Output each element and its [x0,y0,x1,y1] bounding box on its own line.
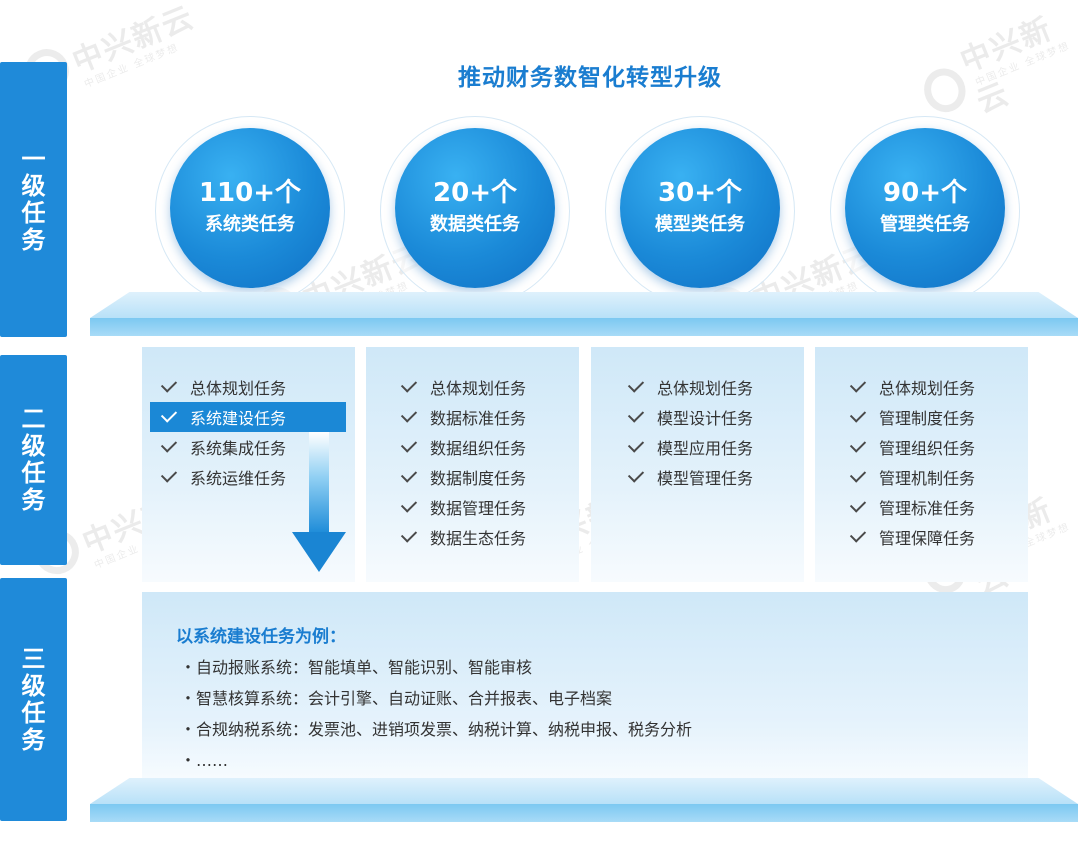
brand-logo-icon [917,62,972,119]
check-icon [627,406,645,423]
task-item: 模型设计任务 [591,402,804,432]
category-label: 数据类任务 [430,214,520,235]
platform-top [90,292,1078,318]
task-item: 数据标准任务 [366,402,579,432]
category-count: 20+个 [433,178,517,208]
check-icon [160,376,178,393]
check-icon [627,436,645,453]
task-item: 总体规划任务 [591,372,804,402]
check-icon [400,406,418,423]
task-item: 总体规划任务 [815,372,1028,402]
category-label: 系统类任务 [205,214,295,235]
column-model: 总体规划任务 模型设计任务 模型应用任务 模型管理任务 [591,347,804,582]
check-icon [400,526,418,543]
task-item: 总体规划任务 [142,372,355,402]
check-icon [400,436,418,453]
column-data: 总体规划任务 数据标准任务 数据组织任务 数据制度任务 数据管理任务 数据生态任… [366,347,579,582]
task-item: 系统运维任务 [142,462,355,492]
platform-bottom-top [90,778,1078,804]
task-item: 数据生态任务 [366,522,579,552]
platform-front [90,318,1078,336]
task-item: 系统集成任务 [142,432,355,462]
check-icon [849,376,867,393]
check-icon [400,376,418,393]
task-item: 数据管理任务 [366,492,579,522]
category-count: 30+个 [658,178,742,208]
level-2-bar: 二级任务 [0,355,67,565]
check-icon [849,526,867,543]
example-panel [142,592,1028,784]
example-line: ・自动报账系统：智能填单、智能识别、智能审核 [180,658,533,677]
circle-data: 20+个 数据类任务 [395,128,555,288]
task-item: 管理组织任务 [815,432,1028,462]
task-item: 管理制度任务 [815,402,1028,432]
task-item: 管理保障任务 [815,522,1028,552]
level-1-label: 一级任务 [21,144,46,254]
check-icon [627,376,645,393]
category-count: 90+个 [883,178,967,208]
task-item: 模型应用任务 [591,432,804,462]
check-icon [849,436,867,453]
down-arrow-shaft [309,432,329,534]
check-icon [160,466,178,483]
circle-management: 90+个 管理类任务 [845,128,1005,288]
check-icon [627,466,645,483]
circle-model: 30+个 模型类任务 [620,128,780,288]
check-icon [400,496,418,513]
category-label: 模型类任务 [655,214,745,235]
check-icon [849,466,867,483]
example-line: ・…… [180,751,229,770]
category-count: 110+个 [198,178,302,208]
level-1-bar: 一级任务 [0,62,67,337]
example-title: 以系统建设任务为例： [176,627,346,647]
level-3-label: 三级任务 [21,644,46,754]
check-icon [849,406,867,423]
task-item: 管理标准任务 [815,492,1028,522]
circle-system: 110+个 系统类任务 [170,128,330,288]
task-item: 总体规划任务 [366,372,579,402]
task-item: 数据制度任务 [366,462,579,492]
check-icon [849,496,867,513]
down-arrow-icon [292,532,346,572]
check-icon [400,466,418,483]
example-line: ・智慧核算系统：会计引擎、自动证账、合并报表、电子档案 [180,689,613,708]
task-item-highlighted: 系统建设任务 [150,402,346,432]
example-line: ・合规纳税系统：发票池、进销项发票、纳税计算、纳税申报、税务分析 [180,720,693,739]
check-icon [160,436,178,453]
level-2-label: 二级任务 [21,405,46,514]
task-item: 模型管理任务 [591,462,804,492]
level-3-bar: 三级任务 [0,578,67,821]
check-icon [160,406,178,423]
task-item: 数据组织任务 [366,432,579,462]
task-item: 管理机制任务 [815,462,1028,492]
page-title: 推动财务数智化转型升级 [458,65,722,91]
category-label: 管理类任务 [880,214,970,235]
platform-bottom-front [90,804,1078,822]
column-management: 总体规划任务 管理制度任务 管理组织任务 管理机制任务 管理标准任务 管理保障任… [815,347,1028,582]
